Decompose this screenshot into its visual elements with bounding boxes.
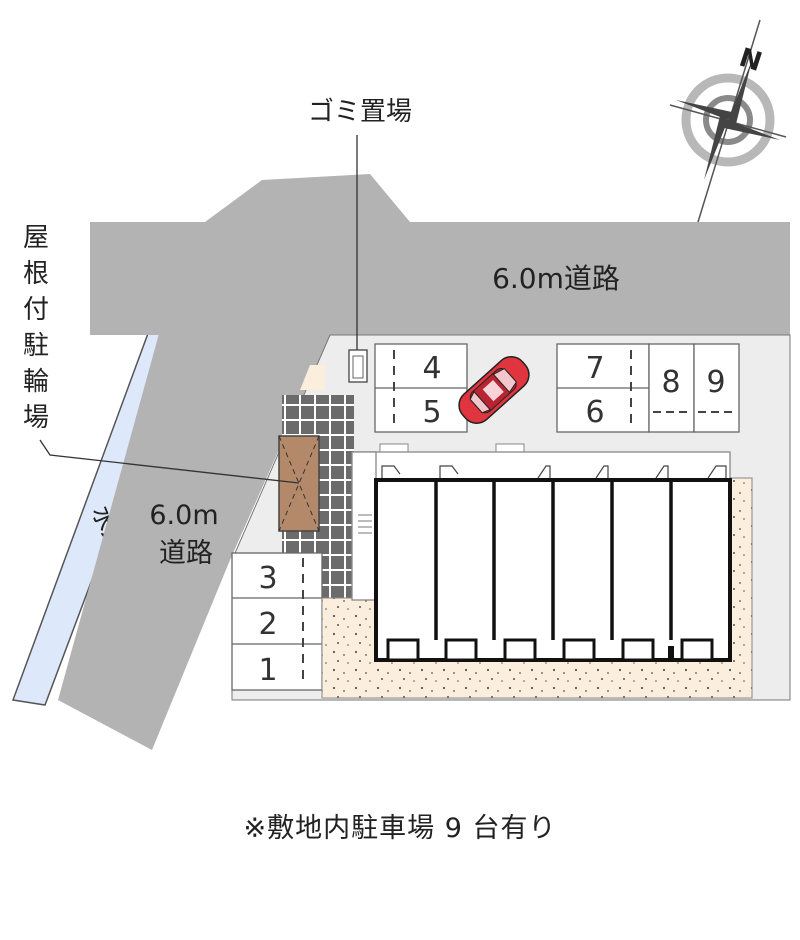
road-north-label: 6.0m道路 bbox=[492, 262, 620, 295]
road-west bbox=[58, 222, 330, 750]
compass-north-letter: N bbox=[735, 43, 765, 78]
parking-space-8: 8 bbox=[661, 365, 680, 400]
compass-icon: N bbox=[669, 19, 787, 223]
parking-space-1: 1 bbox=[258, 653, 277, 688]
parking-group-4-5: 4 5 bbox=[374, 343, 468, 433]
car-icon bbox=[458, 356, 530, 424]
parking-space-9: 9 bbox=[706, 365, 725, 400]
svg-text:場: 場 bbox=[23, 403, 49, 433]
parking-space-6: 6 bbox=[585, 395, 604, 430]
bike-shelter bbox=[278, 435, 320, 532]
svg-text:屋: 屋 bbox=[23, 223, 49, 253]
svg-text:根: 根 bbox=[23, 259, 49, 289]
parking-space-7: 7 bbox=[585, 351, 604, 386]
apartment-building bbox=[351, 451, 732, 662]
parking-space-2: 2 bbox=[258, 607, 277, 642]
bike-shelter-label: 屋 根 付 駐 輪 場 bbox=[23, 223, 49, 433]
paving-area-lower bbox=[322, 540, 352, 600]
bike-shelter-leader bbox=[39, 439, 300, 484]
garbage-label: ゴミ置場 bbox=[308, 97, 412, 127]
garden-corner bbox=[300, 365, 325, 390]
parking-space-5: 5 bbox=[422, 395, 441, 430]
footnote: ※敷地内駐車場 9 台有り bbox=[243, 813, 557, 844]
svg-text:駐: 駐 bbox=[23, 331, 49, 361]
road-west-label-line2: 道路 bbox=[159, 538, 213, 569]
parking-group-8-9: 8 9 bbox=[648, 343, 740, 433]
svg-text:輪: 輪 bbox=[23, 367, 49, 397]
parking-group-1-3: 3 2 1 bbox=[231, 552, 323, 691]
parking-space-4: 4 bbox=[422, 351, 441, 386]
road-west-label-line1: 6.0m bbox=[149, 500, 218, 531]
parking-group-6-7: 7 6 bbox=[556, 343, 650, 433]
svg-text:付: 付 bbox=[23, 295, 49, 325]
parking-space-3: 3 bbox=[258, 561, 277, 596]
